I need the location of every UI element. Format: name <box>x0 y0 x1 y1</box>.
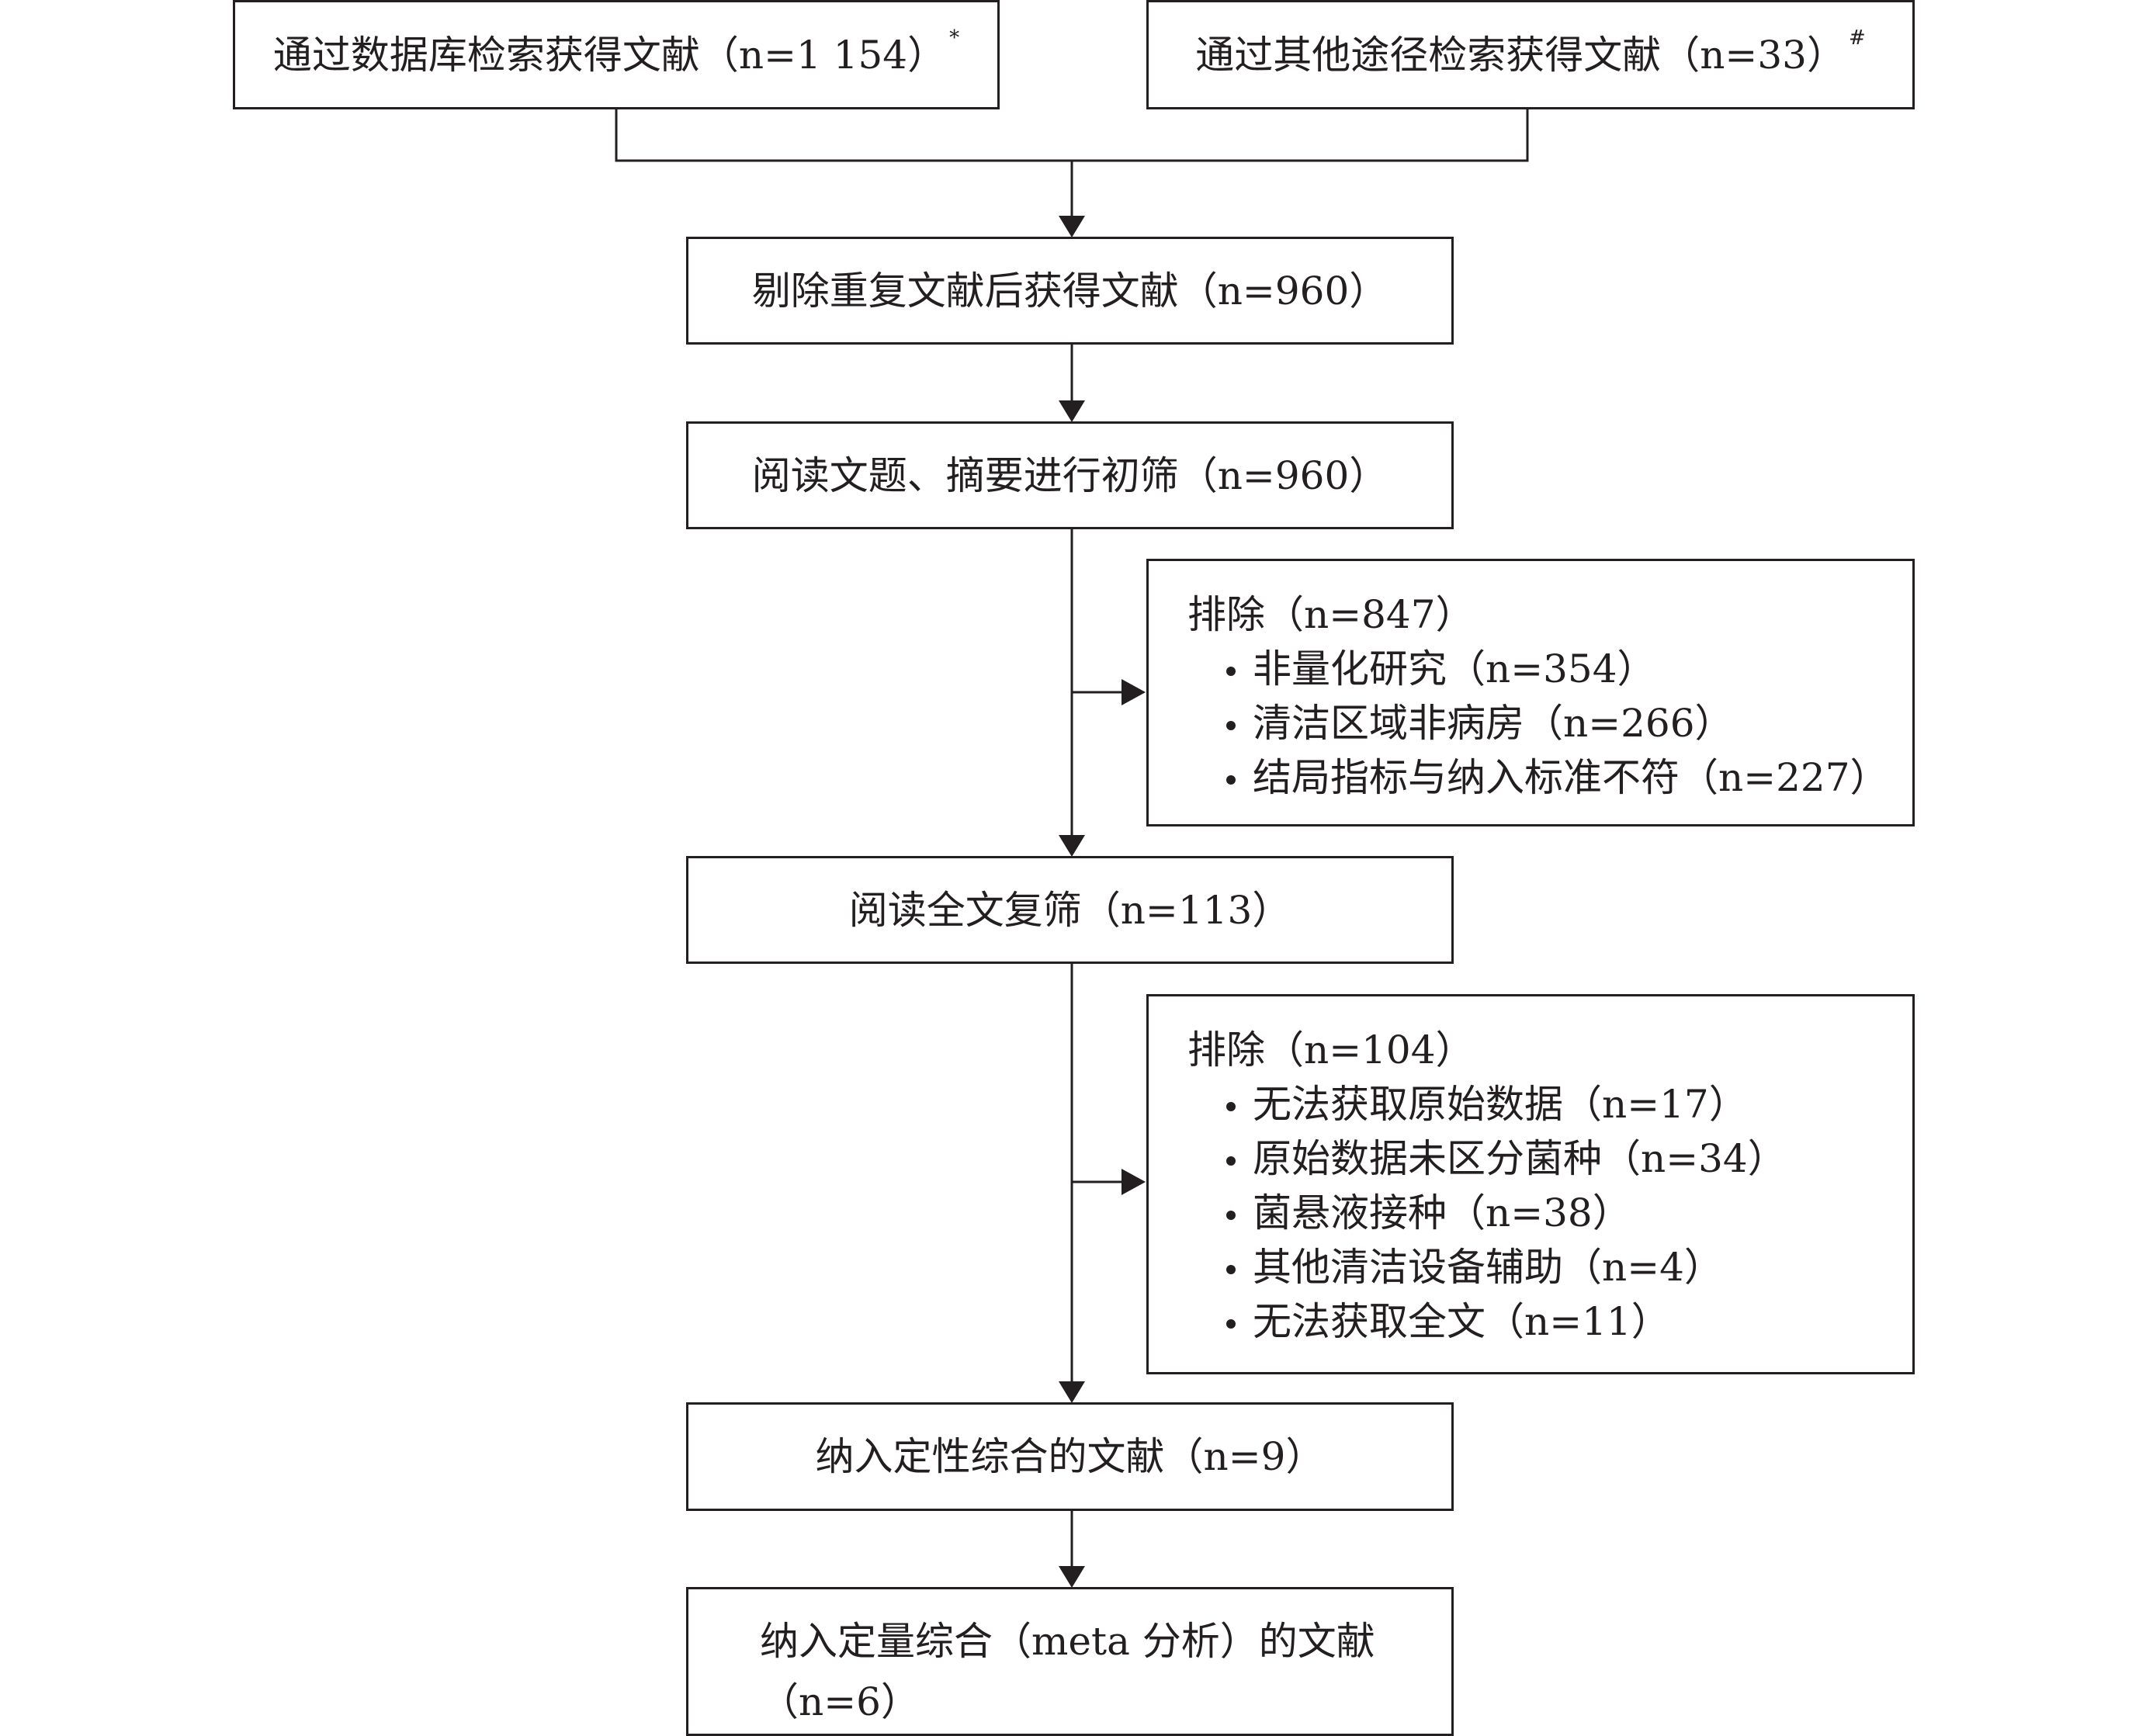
exclusion-box-2: 排除（n=104） 无法获取原始数据（n=17） 原始数据未区分菌种（n=34）… <box>1146 994 1915 1374</box>
list-item: 原始数据未区分菌种（n=34） <box>1226 1131 1912 1186</box>
database-search-footnote-mark: * <box>949 26 960 50</box>
arrowhead-dedup <box>1059 216 1085 237</box>
list-item: 清洁区域非病房（n=266） <box>1226 696 1912 750</box>
database-search-box: 通过数据库检索获得文献（n=1 154）* <box>233 0 1000 109</box>
quantitative-synthesis-box: 纳入定量综合（meta 分析）的文献 （n=6） <box>686 1587 1454 1736</box>
fulltext-screening-label: 阅读全文复筛（n=113） <box>848 887 1291 933</box>
exclusion-2-reason: 原始数据未区分菌种（n=34） <box>1253 1136 1787 1181</box>
exclusion-2-reason: 其他清洁设备辅助（n=4） <box>1253 1245 1723 1290</box>
bullet-icon <box>1226 1319 1236 1329</box>
exclusion-1-title: 排除（n=847） <box>1187 592 1475 637</box>
bullet-icon <box>1226 1265 1236 1274</box>
bullet-icon <box>1226 1102 1236 1111</box>
database-search-label: 通过数据库检索获得文献（n=1 154） <box>272 32 947 78</box>
deduplicated-box: 剔除重复文献后获得文献（n=960） <box>686 237 1454 345</box>
qualitative-synthesis-label: 纳入定性综合的文献（n=9） <box>815 1434 1325 1479</box>
quantitative-synthesis-count: （n=6） <box>760 1679 920 1724</box>
arrowhead-screening <box>1059 400 1085 422</box>
deduplicated-label: 剔除重复文献后获得文献（n=960） <box>751 268 1388 314</box>
arrowhead-exclusion-2 <box>1122 1169 1146 1195</box>
arrowhead-fulltext <box>1059 835 1085 857</box>
bullet-icon <box>1226 775 1236 785</box>
list-item: 无法获取原始数据（n=17） <box>1226 1077 1912 1131</box>
exclusion-2-reason: 无法获取全文（n=11） <box>1253 1299 1670 1344</box>
exclusion-2-reason: 菌悬液接种（n=38） <box>1253 1190 1631 1235</box>
exclusion-1-reason: 清洁区域非病房（n=266） <box>1253 701 1734 746</box>
exclusion-1-reason: 非量化研究（n=354） <box>1253 646 1656 691</box>
exclusion-2-reason: 无法获取原始数据（n=17） <box>1253 1082 1748 1127</box>
title-abstract-screening-box: 阅读文题、摘要进行初筛（n=960） <box>686 421 1454 529</box>
list-item: 非量化研究（n=354） <box>1226 642 1912 696</box>
exclusion-1-list: 非量化研究（n=354） 清洁区域非病房（n=266） 结局指标与纳入标准不符（… <box>1187 642 1912 805</box>
quantitative-synthesis-label: 纳入定量综合（meta 分析）的文献 <box>760 1619 1375 1664</box>
bullet-icon <box>1226 1211 1236 1220</box>
other-sources-label: 通过其他途径检索获得文献（n=33） <box>1195 32 1846 78</box>
fulltext-screening-box: 阅读全文复筛（n=113） <box>686 856 1454 964</box>
arrowhead-quantitative <box>1059 1566 1085 1588</box>
list-item: 其他清洁设备辅助（n=4） <box>1226 1240 1912 1294</box>
arrowhead-exclusion-1 <box>1122 679 1146 705</box>
bullet-icon <box>1226 721 1236 730</box>
list-item: 菌悬液接种（n=38） <box>1226 1186 1912 1240</box>
other-sources-footnote-mark: # <box>1848 26 1866 50</box>
list-item: 无法获取全文（n=11） <box>1226 1294 1912 1349</box>
list-item: 结局指标与纳入标准不符（n=227） <box>1226 750 1912 805</box>
exclusion-1-reason: 结局指标与纳入标准不符（n=227） <box>1253 755 1889 800</box>
exclusion-2-title: 排除（n=104） <box>1187 1027 1475 1072</box>
qualitative-synthesis-box: 纳入定性综合的文献（n=9） <box>686 1402 1454 1511</box>
bullet-icon <box>1226 667 1236 676</box>
bullet-icon <box>1226 1156 1236 1166</box>
exclusion-box-1: 排除（n=847） 非量化研究（n=354） 清洁区域非病房（n=266） 结局… <box>1146 559 1915 826</box>
title-abstract-screening-label: 阅读文题、摘要进行初筛（n=960） <box>751 452 1388 498</box>
other-sources-box: 通过其他途径检索获得文献（n=33）# <box>1146 0 1915 109</box>
exclusion-2-list: 无法获取原始数据（n=17） 原始数据未区分菌种（n=34） 菌悬液接种（n=3… <box>1187 1077 1912 1349</box>
arrowhead-qualitative <box>1059 1381 1085 1403</box>
merge-bracket <box>615 108 1529 162</box>
